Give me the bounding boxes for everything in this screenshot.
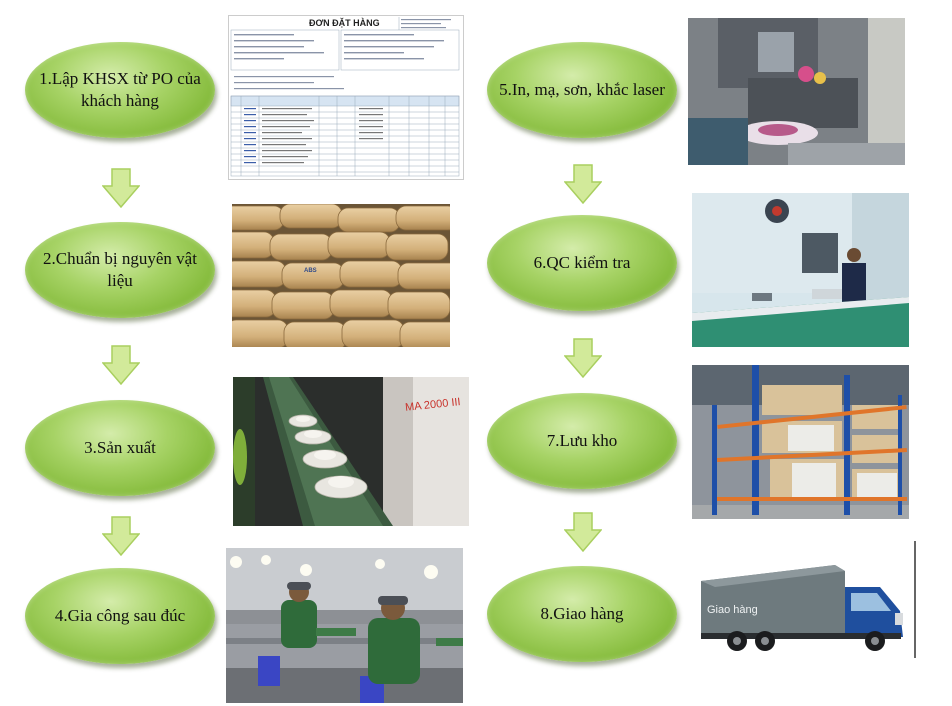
- po-document-image: ĐƠN ĐẶT HÀNG: [228, 15, 464, 180]
- arrow-down-icon: [564, 338, 602, 378]
- truck-label-text: Giao hàng: [707, 604, 758, 616]
- step-7-label: 7.Lưu kho: [546, 431, 618, 450]
- step-5-label: 5.In, mạ, sơn, khắc laser: [499, 80, 665, 99]
- arrow-down-icon: [564, 164, 602, 204]
- step-6-label: 6.QC kiểm tra: [533, 253, 631, 272]
- arrow-down-icon: [102, 516, 140, 556]
- step-2-label: 2.Chuẩn bị nguyên vật liệu: [43, 249, 197, 290]
- step-4-label: 4.Gia công sau đúc: [54, 606, 186, 625]
- po-document-title: ĐƠN ĐẶT HÀNG: [309, 18, 380, 28]
- qc-lab-image: [692, 193, 909, 347]
- arrow-down-icon: [102, 345, 140, 385]
- step-5-print-plate-paint: 5.In, mạ, sơn, khắc laser: [487, 42, 677, 138]
- arrow-down-icon: [564, 512, 602, 552]
- step-6-qc-inspection: 6.QC kiểm tra: [487, 215, 677, 311]
- step-1-production-plan: 1.Lập KHSX từ PO của khách hàng: [25, 42, 215, 138]
- step-3-production: 3.Sản xuất: [25, 400, 215, 496]
- warehouse-racks-image: [692, 365, 909, 519]
- step-2-raw-materials: 2.Chuẩn bị nguyên vật liệu: [25, 222, 215, 318]
- raw-material-bags-image: ABS: [232, 204, 450, 347]
- delivery-truck-image: Giao hàng: [695, 541, 917, 658]
- step-4-post-processing: 4.Gia công sau đúc: [25, 568, 215, 664]
- step-3-label: 3.Sản xuất: [84, 438, 156, 457]
- arrow-down-icon: [102, 168, 140, 208]
- printing-laser-machine-image: [688, 18, 905, 165]
- step-8-delivery: 8.Giao hàng: [487, 566, 677, 662]
- bag-label-text: ABS: [304, 268, 317, 274]
- post-processing-workers-image: [226, 548, 463, 703]
- production-conveyor-image: MA 2000 III: [233, 377, 469, 526]
- step-1-label: 1.Lập KHSX từ PO của khách hàng: [39, 69, 201, 110]
- step-7-warehouse: 7.Lưu kho: [487, 393, 677, 489]
- step-8-label: 8.Giao hàng: [540, 604, 624, 623]
